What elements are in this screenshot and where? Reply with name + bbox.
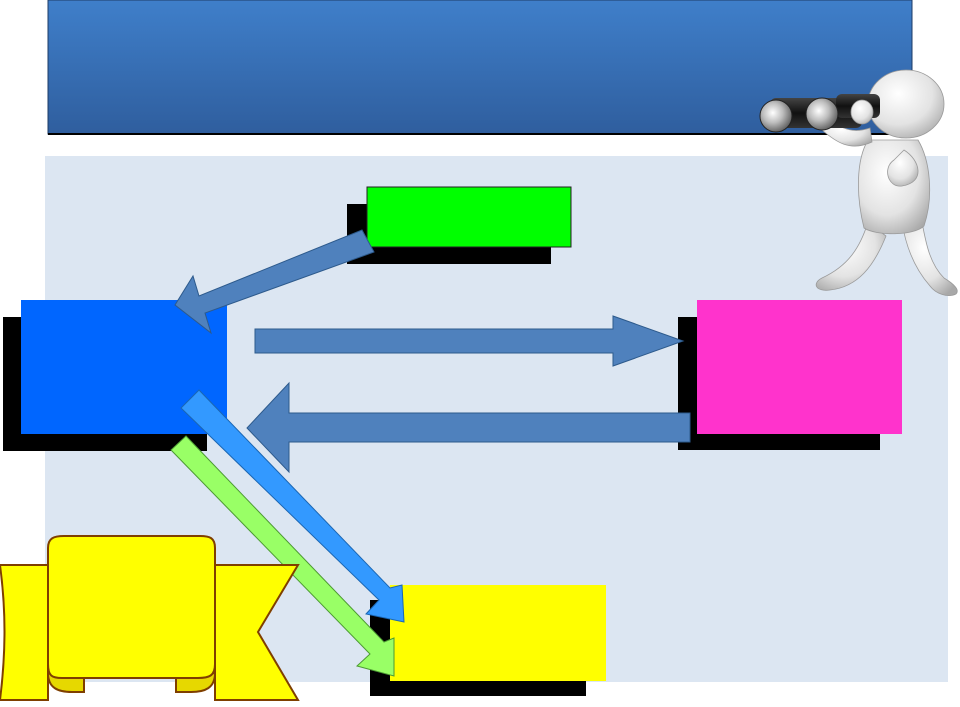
arrow-magenta-to-blue (246, 381, 691, 474)
arrow-blue-to-yellow-sky (180, 389, 405, 623)
arrow-blue-to-yellow-lime (170, 435, 395, 677)
header-banner (47, 0, 913, 135)
arrow-green-to-blue (174, 229, 375, 335)
node-magenta (678, 300, 902, 450)
node-green-box (366, 186, 572, 248)
node-yellow-box (390, 585, 606, 681)
person-with-binoculars-icon (759, 69, 958, 296)
scroll-banner (0, 535, 300, 701)
arrow-blue-to-magenta (254, 315, 685, 367)
node-blue (3, 300, 227, 451)
node-yellow (370, 585, 606, 696)
node-magenta-box (697, 300, 902, 434)
node-green (347, 186, 572, 264)
